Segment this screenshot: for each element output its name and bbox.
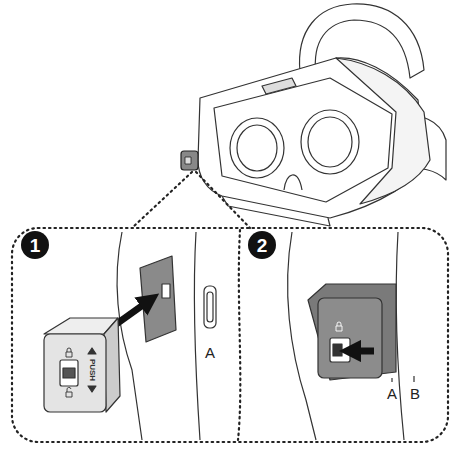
mount-hole xyxy=(162,284,170,298)
button-label: PUSH xyxy=(88,359,96,381)
cover-slider xyxy=(63,368,75,378)
right-lens-inner xyxy=(308,117,352,167)
left-lens xyxy=(230,118,284,178)
cover-front xyxy=(44,334,106,412)
port-label: A xyxy=(205,345,215,360)
headset-edge xyxy=(396,232,404,440)
port-slot xyxy=(204,286,216,328)
cover-switch xyxy=(60,360,78,386)
port-tick xyxy=(392,376,414,382)
attached-cover-front xyxy=(318,298,382,378)
bottom-edge xyxy=(222,196,330,226)
lens-frame xyxy=(214,78,392,202)
port-label: A xyxy=(387,386,397,401)
lock-icon xyxy=(66,348,72,357)
small-cover xyxy=(181,151,198,170)
callout-number: 1 xyxy=(30,236,41,255)
headset-illustration xyxy=(181,4,446,226)
leader-right xyxy=(196,172,250,228)
headset-edge xyxy=(288,232,316,440)
left-lens-inner xyxy=(237,125,277,171)
lock-icon xyxy=(336,322,342,331)
zoom-frame xyxy=(12,228,448,442)
small-cover-switch xyxy=(185,157,191,164)
panel-one-art xyxy=(44,232,216,440)
callout-number: 2 xyxy=(257,236,268,255)
panel-divider xyxy=(238,230,240,440)
callout-circle xyxy=(21,231,49,259)
nose-bridge xyxy=(284,175,302,190)
leader-left xyxy=(132,172,192,228)
right-lens xyxy=(301,110,359,174)
callout-circle xyxy=(248,231,276,259)
unlock-icon xyxy=(66,387,72,397)
headset-edge xyxy=(117,232,142,440)
push-down-triangle xyxy=(88,386,96,392)
panel-two-art xyxy=(288,232,414,440)
push-up-triangle xyxy=(88,348,96,354)
slide-arrow xyxy=(350,348,374,355)
attached-cover-side xyxy=(308,284,396,380)
zoom-callout xyxy=(12,172,448,442)
attached-cover-slider xyxy=(333,344,342,356)
attached-cover-switch xyxy=(330,338,350,362)
port-slot-inner xyxy=(207,292,213,322)
port-label: B xyxy=(410,386,420,401)
focus-wheel xyxy=(262,78,296,94)
headset-edge xyxy=(194,232,200,440)
